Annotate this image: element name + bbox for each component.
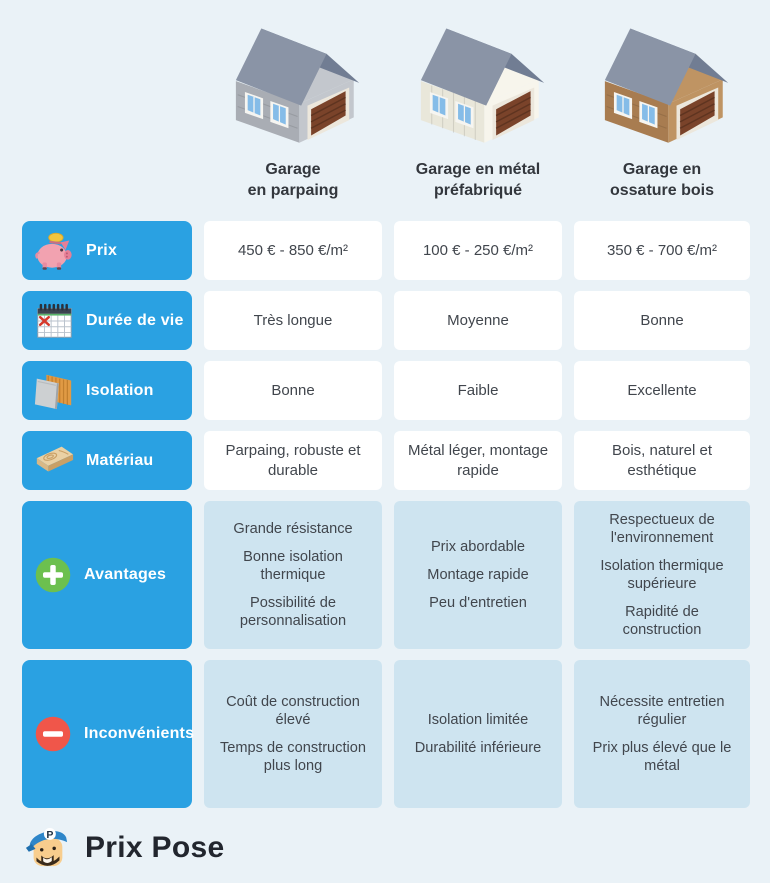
cell-text-line: Prix abordable <box>430 538 526 555</box>
column-title-line: ossature bois <box>609 182 715 200</box>
table-cell-duree-parpaing: Très longue <box>204 291 382 350</box>
cell-text-line: Temps de construction plus long <box>219 740 366 775</box>
column-title: Garage en métal préfabriqué <box>416 159 541 201</box>
cell-text-line: Bonne isolation thermique <box>243 548 343 583</box>
table-cell-isolation-metal: Faible <box>394 361 562 420</box>
row-label-avantages: Avantages <box>22 501 192 649</box>
cell-text-line: Rapidité de construction <box>622 604 702 639</box>
column-title-line: Garage <box>265 161 321 178</box>
comparison-table: Garage en parpaing <box>22 0 750 808</box>
table-cell-materiau-metal: Métal léger, montage rapide <box>394 431 562 490</box>
table-cell-materiau-bois: Bois, naturel et esthétique <box>574 431 750 490</box>
cell-text: Moyenne <box>447 311 509 329</box>
cell-text-line: Isolation limitée <box>427 711 529 728</box>
row-label-text: Prix <box>86 241 118 259</box>
column-title-line: préfabriqué <box>433 182 522 200</box>
cell-text-line: Nécessite entretien régulier <box>599 693 725 728</box>
piggy-bank-icon <box>33 230 75 272</box>
table-cell-isolation-parpaing: Bonne <box>204 361 382 420</box>
table-cell-duree-metal: Moyenne <box>394 291 562 350</box>
cell-text: 350 € - 700 €/m² <box>606 241 718 259</box>
cell-text: Très longue <box>253 311 333 329</box>
calendar-icon <box>33 300 75 342</box>
cell-text: Bonne <box>640 311 684 329</box>
cell-text: Bonne <box>271 381 315 399</box>
cell-text-line: Isolation thermique supérieure <box>600 557 724 592</box>
cell-text-line: Peu d'entretien <box>429 595 527 612</box>
cell-text: 450 € - 850 €/m² <box>237 241 349 259</box>
cell-text: Excellente <box>627 381 697 399</box>
cell-text-line: Coût de construction élevé <box>226 693 360 728</box>
garage-bois-illustration <box>584 0 740 155</box>
row-label-text: Inconvénients <box>84 725 195 742</box>
header-spacer <box>22 0 192 210</box>
minus-circle-icon <box>33 714 73 754</box>
svg-text:P: P <box>46 829 53 841</box>
garage-parpaing-illustration <box>215 0 371 155</box>
row-label-inconvenients: Inconvénients <box>22 660 195 808</box>
column-title: Garage en parpaing <box>248 159 339 201</box>
cell-text: 100 € - 250 €/m² <box>422 241 534 259</box>
cell-text: Bois, naturel et esthétique <box>611 442 713 479</box>
cell-text-line: Respectueux de l'environnement <box>609 511 715 546</box>
cell-text-line: Montage rapide <box>427 566 529 583</box>
column-title-line: Garage en <box>622 161 702 178</box>
column-title-line: Garage en métal <box>415 161 541 178</box>
column-header-metal: Garage en métal préfabriqué <box>394 0 562 210</box>
column-title: Garage en ossature bois <box>610 159 714 201</box>
plus-circle-icon <box>33 555 73 595</box>
brand-name: Prix Pose <box>85 830 225 864</box>
row-label-text: Durée de vie <box>86 311 184 329</box>
row-label-text: Isolation <box>86 381 154 399</box>
row-label-text: Avantages <box>84 566 167 583</box>
table-cell-duree-bois: Bonne <box>574 291 750 350</box>
row-label-text: Matériau <box>86 451 154 469</box>
cell-text-line: Durabilité inférieure <box>414 740 542 756</box>
column-header-bois: Garage en ossature bois <box>574 0 750 210</box>
footer-brand: P Prix Pose <box>0 808 770 875</box>
prix-pose-mascot-icon: P <box>24 820 70 875</box>
row-label-isolation: Isolation <box>22 361 192 420</box>
cell-text-line: Grande résistance <box>233 520 353 537</box>
cell-text: Parpaing, robuste et durable <box>225 442 361 479</box>
cell-text: Métal léger, montage rapide <box>407 442 549 479</box>
row-label-prix: Prix <box>22 221 192 280</box>
garage-metal-illustration <box>400 0 556 155</box>
table-cell-isolation-bois: Excellente <box>574 361 750 420</box>
table-cell-prix-metal: 100 € - 250 €/m² <box>394 221 562 280</box>
row-label-duree-de-vie: Durée de vie <box>22 291 192 350</box>
table-cell-prix-bois: 350 € - 700 €/m² <box>574 221 750 280</box>
cell-text: Faible <box>457 381 499 399</box>
row-label-materiau: Matériau <box>22 431 192 490</box>
table-cell-materiau-parpaing: Parpaing, robuste et durable <box>204 431 382 490</box>
cell-text-line: Possibilité de personnalisation <box>239 595 347 630</box>
column-title-line: en parpaing <box>247 182 339 200</box>
insulation-panel-icon <box>33 370 75 412</box>
wood-plank-icon <box>33 440 75 482</box>
table-cell-prix-parpaing: 450 € - 850 €/m² <box>204 221 382 280</box>
column-header-parpaing: Garage en parpaing <box>204 0 382 210</box>
cell-text-line: Prix plus élevé que le métal <box>592 740 732 775</box>
